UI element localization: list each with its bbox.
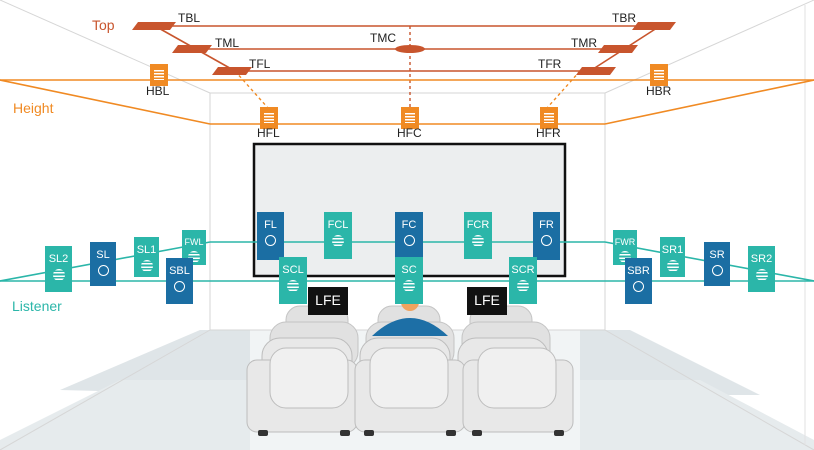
tfl-speaker xyxy=(212,67,252,75)
sl-speaker: SL xyxy=(90,242,116,286)
fc-label: FC xyxy=(401,219,417,231)
lfe-left-subwoofer: LFE xyxy=(308,287,348,315)
top-layer-label: Top xyxy=(92,17,115,33)
tfr-label: TFR xyxy=(538,57,562,71)
hfr-label: HFR xyxy=(536,126,561,140)
fwl-label: FWL xyxy=(184,237,204,247)
scl-speaker: SCL xyxy=(279,257,307,304)
sr1-label: SR1 xyxy=(661,244,684,256)
tfr-speaker xyxy=(576,67,616,75)
fwr-label: FWR xyxy=(614,237,636,247)
hbl-label: HBL xyxy=(146,84,170,98)
sl-label: SL xyxy=(96,249,110,261)
tbr-label: TBR xyxy=(612,11,636,25)
lfe-right-subwoofer: LFE xyxy=(467,287,507,315)
sl2-speaker: SL2 xyxy=(45,246,72,292)
sr-label: SR xyxy=(709,249,725,261)
grille-icon xyxy=(140,260,153,272)
fr-speaker: FR xyxy=(533,212,560,260)
woofer-icon xyxy=(711,265,723,276)
woofer-icon xyxy=(174,281,185,292)
riser-front-left xyxy=(0,380,250,450)
scl-label: SCL xyxy=(282,264,304,276)
fcr-label: FCR xyxy=(466,219,490,231)
hbl-speaker xyxy=(150,64,168,86)
sr2-speaker: SR2 xyxy=(748,246,775,292)
woofer-icon xyxy=(541,235,552,246)
tmr-label: TMR xyxy=(571,36,597,50)
tml-speaker xyxy=(172,45,212,53)
listener-layer-label: Listener xyxy=(12,298,62,314)
fl-label: FL xyxy=(264,219,277,231)
tbl-label: TBL xyxy=(178,11,201,25)
grille-icon xyxy=(403,280,415,292)
grille-icon xyxy=(517,280,529,292)
tmr-speaker xyxy=(598,45,638,53)
hfl-label: HFL xyxy=(257,126,280,140)
grille-icon xyxy=(666,260,679,272)
tfl-label: TFL xyxy=(249,57,271,71)
hbr-label: HBR xyxy=(646,84,672,98)
riser-front-right xyxy=(580,380,814,450)
grille-icon xyxy=(755,269,768,281)
woofer-icon xyxy=(403,235,415,246)
riser-right xyxy=(580,330,760,395)
tml-label: TML xyxy=(215,36,239,50)
sl1-label: SL1 xyxy=(136,244,157,256)
fr-label: FR xyxy=(539,219,554,231)
fcr-speaker: FCR xyxy=(464,212,492,259)
tbr-speaker xyxy=(632,22,676,30)
sbl-speaker: SBL xyxy=(166,258,193,304)
fcl-label: FCL xyxy=(327,219,349,231)
woofer-icon xyxy=(97,265,109,276)
grille-icon xyxy=(332,235,344,247)
sr2-label: SR2 xyxy=(750,253,773,265)
woofer-icon xyxy=(633,281,644,292)
height-layer-label: Height xyxy=(13,100,54,116)
sc-label: SC xyxy=(401,264,417,276)
sl2-label: SL2 xyxy=(48,253,69,265)
tbl-speaker xyxy=(132,22,176,30)
sl1-speaker: SL1 xyxy=(134,237,159,277)
hbr-speaker xyxy=(650,64,668,86)
sc-speaker: SC xyxy=(395,257,423,304)
hfc-speaker xyxy=(401,107,419,129)
fcl-speaker: FCL xyxy=(324,212,352,259)
hfr-speaker xyxy=(540,107,558,129)
fl-speaker: FL xyxy=(257,212,284,260)
grille-icon xyxy=(472,235,484,247)
grille-icon xyxy=(287,280,299,292)
hfl-speaker xyxy=(260,107,278,129)
grille-icon xyxy=(52,269,65,281)
sbl-label: SBL xyxy=(169,265,190,277)
front-seats xyxy=(246,337,574,433)
scr-label: SCR xyxy=(511,264,535,276)
scr-speaker: SCR xyxy=(509,257,537,304)
sr-speaker: SR xyxy=(704,242,730,286)
sr1-speaker: SR1 xyxy=(660,237,685,277)
woofer-icon xyxy=(265,235,276,246)
sbr-label: SBR xyxy=(627,265,650,277)
sbr-speaker: SBR xyxy=(625,258,652,304)
fc-speaker: FC xyxy=(395,212,423,260)
hfc-label: HFC xyxy=(397,126,422,140)
tmc-label: TMC xyxy=(370,31,396,45)
riser-left xyxy=(60,330,250,395)
tmc-speaker xyxy=(395,45,425,53)
